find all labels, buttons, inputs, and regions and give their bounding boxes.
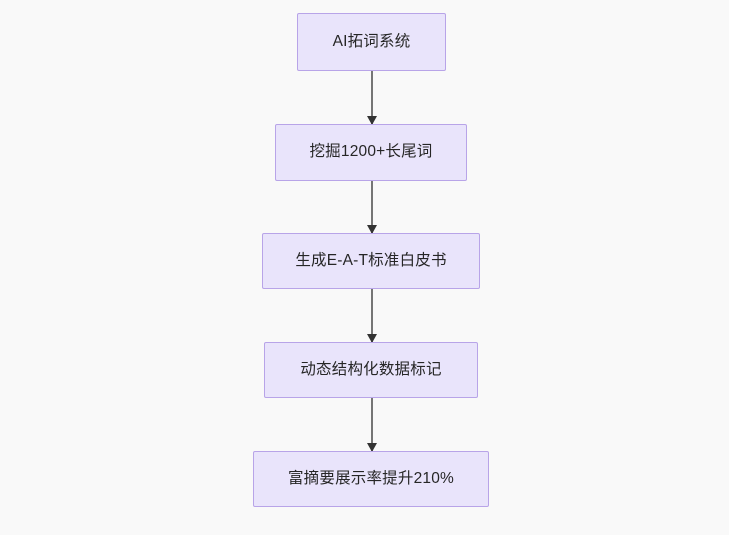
flow-node-mine-longtail-keywords[interactable]: 挖掘1200+长尾词 — [275, 124, 467, 181]
flow-node-generate-eat-whitepaper[interactable]: 生成E-A-T标准白皮书 — [262, 233, 480, 289]
flow-edge-3-down-arrow-icon — [371, 289, 373, 342]
flow-node-ai-keyword-system[interactable]: AI拓词系统 — [297, 13, 446, 71]
flow-node-label: 生成E-A-T标准白皮书 — [295, 251, 447, 269]
flow-edge-4-down-arrow-icon — [371, 398, 373, 451]
flow-node-rich-snippet-impression-uplift[interactable]: 富摘要展示率提升210% — [253, 451, 489, 507]
flow-node-label: 动态结构化数据标记 — [300, 360, 442, 378]
flow-node-label: AI拓词系统 — [332, 32, 411, 50]
flow-edge-1-down-arrow-icon — [371, 71, 373, 124]
flow-node-label: 挖掘1200+长尾词 — [309, 143, 433, 161]
flow-node-label: 富摘要展示率提升210% — [287, 469, 455, 487]
flow-node-dynamic-structured-data-markup[interactable]: 动态结构化数据标记 — [264, 342, 478, 398]
flow-edge-2-down-arrow-icon — [371, 181, 373, 233]
